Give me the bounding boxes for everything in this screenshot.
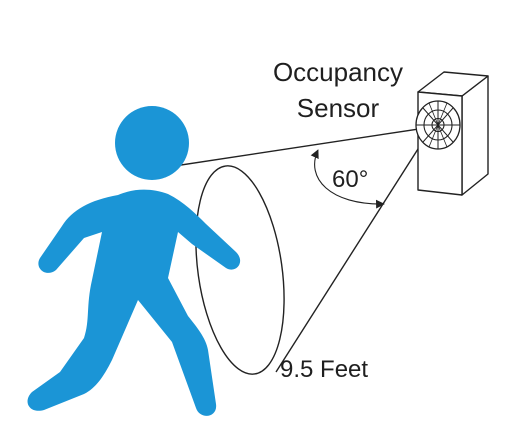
sensor-label-line2: Sensor xyxy=(297,93,380,123)
detection-cone-upper-edge xyxy=(147,126,433,171)
sensor-label-line1: Occupancy xyxy=(273,57,403,87)
angle-label: 60° xyxy=(332,166,368,193)
detection-cone-base xyxy=(195,165,285,375)
person-body xyxy=(27,189,241,416)
angle-arc xyxy=(310,149,385,209)
distance-label: 9.5 Feet xyxy=(280,356,368,383)
sensor-lens xyxy=(415,100,461,150)
walking-person-icon xyxy=(27,106,241,416)
occupancy-sensor-icon xyxy=(415,71,489,196)
detection-cone-lower-edge xyxy=(275,126,433,373)
person-head xyxy=(115,106,189,180)
